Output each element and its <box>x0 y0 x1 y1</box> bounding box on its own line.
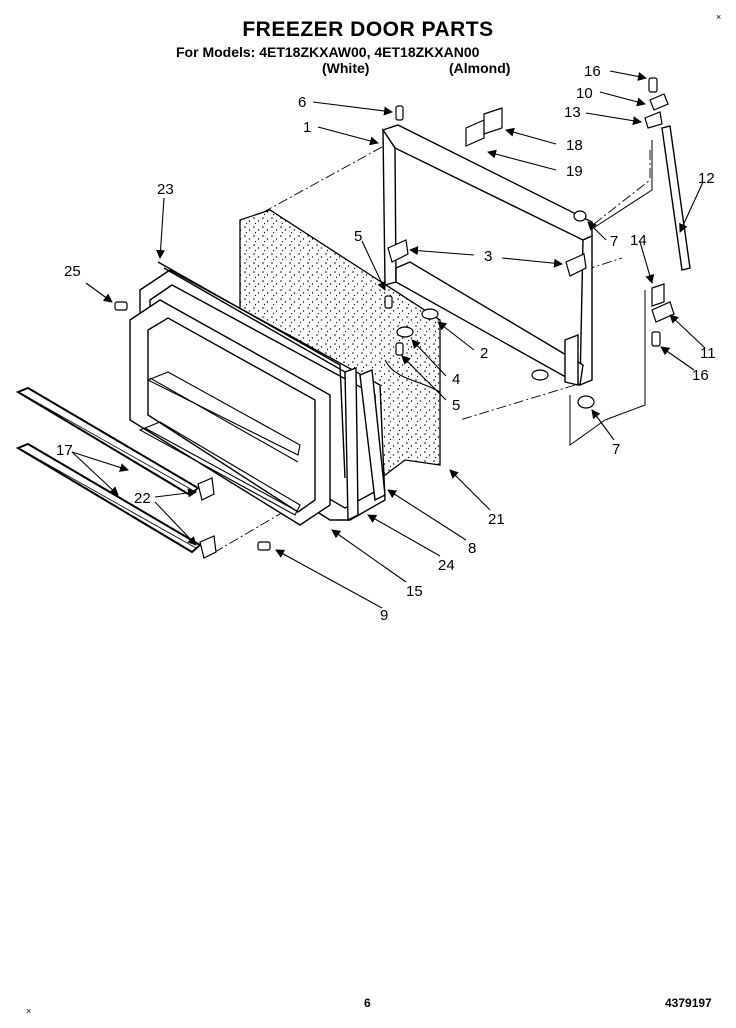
callout-7-top: 7 <box>610 233 618 250</box>
part-number: 4379197 <box>665 996 712 1010</box>
door-front-panel <box>344 367 386 522</box>
corner-mark-bottom-left: × <box>26 1006 32 1016</box>
door-shelf-rails <box>138 371 301 516</box>
callout-2: 2 <box>480 345 488 362</box>
models-line: For Models: 4ET18ZKXAW00, 4ET18ZKXAN00 <box>176 44 480 60</box>
callout-14: 14 <box>630 232 647 249</box>
callout-17: 17 <box>56 442 73 459</box>
callout-13: 13 <box>564 104 581 121</box>
callout-4: 4 <box>452 371 460 388</box>
color-white-label: (White) <box>322 60 370 76</box>
diagram-title: FREEZER DOOR PARTS <box>242 18 494 41</box>
callout-23: 23 <box>157 181 174 198</box>
callout-8: 8 <box>468 540 476 557</box>
callout-6: 6 <box>298 94 306 111</box>
hardware <box>114 77 675 551</box>
callout-18: 18 <box>566 137 583 154</box>
leader-arrows <box>71 70 706 609</box>
callout-3: 3 <box>484 248 492 265</box>
hinge-bracket-lines <box>569 140 653 446</box>
color-almond-label: (Almond) <box>449 60 511 76</box>
callout-5-bottom: 5 <box>452 397 460 414</box>
callout-21: 21 <box>488 511 505 528</box>
callout-5-top: 5 <box>354 228 362 245</box>
callout-7-bottom: 7 <box>612 441 620 458</box>
page-number: 6 <box>364 996 371 1010</box>
callout-12: 12 <box>698 170 715 187</box>
callout-16-top: 16 <box>584 63 601 80</box>
callout-25: 25 <box>64 263 81 280</box>
callout-9: 9 <box>380 607 388 624</box>
callout-labels: 16 10 13 6 1 18 19 12 23 7 5 3 14 25 2 1… <box>56 63 716 624</box>
callout-1: 1 <box>303 119 311 136</box>
inner-door-liner <box>129 269 386 526</box>
callout-10: 10 <box>576 85 593 102</box>
hinge-rod <box>661 125 691 271</box>
callout-22: 22 <box>134 490 151 507</box>
callout-15: 15 <box>406 583 423 600</box>
callout-11: 11 <box>700 345 716 362</box>
callout-24: 24 <box>438 557 455 574</box>
callout-16-bottom: 16 <box>692 367 709 384</box>
callout-19: 19 <box>566 163 583 180</box>
corner-mark-top-right: × <box>716 12 722 22</box>
shelf-end-caps <box>197 477 217 559</box>
door-frame <box>381 124 593 387</box>
